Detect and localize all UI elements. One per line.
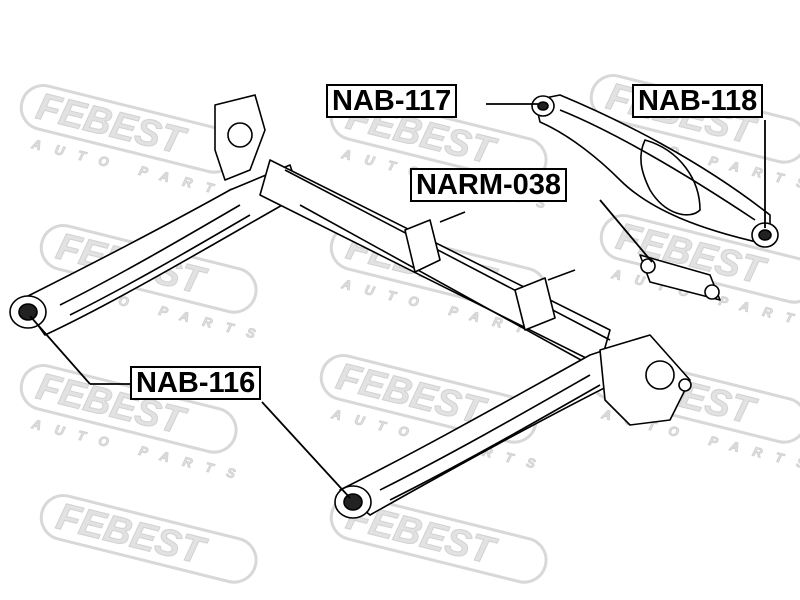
leader-nab-116-front-diag (29, 315, 91, 385)
callout-narm-038: NARM-038 (410, 168, 568, 202)
febest-watermark-10: FEBEST (39, 494, 258, 584)
left-stud (439, 211, 466, 223)
trailing-link-rib (559, 109, 756, 221)
rear-axle-beam (19, 94, 692, 516)
bushing-nab-116-front (9, 295, 47, 329)
bushing-nab-116-rear (334, 485, 372, 519)
left-hub (227, 122, 253, 148)
right-knuckle (599, 334, 691, 426)
lateral-link-end-right (704, 284, 720, 300)
bushing-nab-117 (531, 95, 555, 117)
right-stud (547, 269, 576, 281)
trailing-link-assembly (534, 94, 771, 301)
right-trailing-arm-groove (389, 384, 601, 501)
leader-narm-038 (599, 199, 653, 263)
callout-nab-116: NAB-116 (130, 366, 262, 400)
leader-nab-116-rear (261, 401, 351, 499)
right-trailing-arm-inner (379, 374, 591, 491)
left-trailing-arm-inner (59, 204, 241, 306)
cross-beam-lower-edge (299, 204, 591, 366)
watermark-brand: FEBEST (52, 496, 210, 574)
callout-nab-117: NAB-117 (326, 84, 458, 118)
right-hub (645, 360, 675, 390)
left-trailing-arm-groove (69, 214, 251, 316)
leader-lines (29, 103, 766, 499)
bushing-nab-118 (751, 222, 779, 248)
right-spring-seat (514, 277, 556, 331)
callout-nab-118: NAB-118 (632, 84, 764, 118)
lateral-link-end-left (640, 258, 656, 274)
right-hub-center (678, 378, 692, 392)
febest-watermark-layer: FEBEST AUTO PARTS FEBEST AUTO PARTS FEBE… (19, 74, 800, 584)
left-spring-seat (404, 219, 441, 273)
cross-beam-edge (284, 169, 611, 341)
bushings (9, 95, 779, 519)
